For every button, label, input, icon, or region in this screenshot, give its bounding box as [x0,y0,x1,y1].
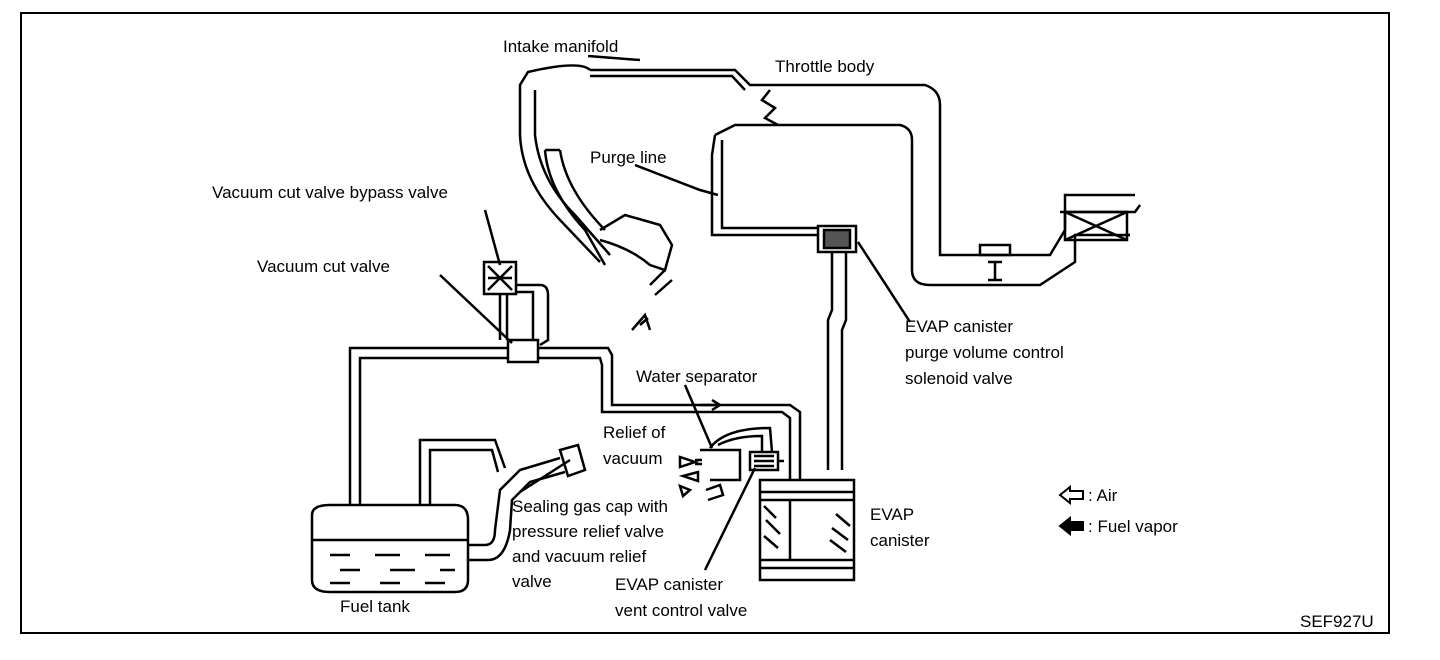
gas-cap [558,443,587,478]
label-evap-canister-2: canister [870,531,930,550]
bypass-valve-mark [487,265,513,291]
label-purge-line: Purge line [590,148,667,167]
label-bypass-valve: Vacuum cut valve bypass valve [212,183,448,202]
vapor-line-tank-left-inner [358,356,508,505]
cylinder-head [599,213,674,272]
air-duct-upper-wall [790,83,1120,257]
water-separator-hose-inner [717,434,764,452]
air-arrow-in [678,470,700,483]
label-vent-valve-1: EVAP canister [615,575,723,594]
air-duct-sensor-mark [988,260,1002,282]
fuel-liquid [330,553,455,585]
leader-vent-valve [703,467,757,571]
label-purge-solenoid-2: purge volume control [905,343,1064,362]
filler-neck-outer [468,456,561,547]
label-evap-canister-1: EVAP [870,505,914,524]
purge-line-outer [710,134,818,237]
label-vent-valve-2: vent control valve [615,601,747,620]
label-relief-2: vacuum [603,449,663,468]
label-water-separator: Water separator [636,367,758,386]
leader-bypass-valve [483,209,502,266]
evap-canister [758,478,856,582]
label-gas-cap-2: pressure relief valve [512,522,664,541]
vacuum-cut-valve [506,338,540,364]
evap-canister-filters [760,490,854,570]
leader-gas-cap [519,458,571,494]
intake-valve-stem [649,269,673,296]
label-relief-1: Relief of [603,423,666,442]
vent-opening [705,483,725,502]
label-vacuum-cut-valve: Vacuum cut valve [257,257,390,276]
vapor-line-to-canister-inner [538,356,792,480]
intake-manifold-inner-wall [533,90,611,256]
air-cleaner-element [1064,210,1128,242]
tank-vent-line-inner [428,448,500,505]
intake-manifold-outer-wall [518,64,601,263]
fuel-tank [310,503,470,594]
leader-intake-manifold [587,54,641,62]
evap-canister-charcoal [763,505,851,553]
figure-code: SEF927U [1300,612,1374,631]
throttle-valve [760,89,779,127]
intake-manifold-top-edge [590,68,790,87]
legend [1058,484,1084,537]
bypass-valve-line-inner [516,290,535,340]
leader-vacuum-cut-valve [439,274,513,344]
flow-arrow [700,398,723,412]
tank-vent-line [418,438,507,505]
label-intake-manifold: Intake manifold [503,37,618,56]
vapor-line-to-canister-outer [538,346,802,480]
open-arrow-icon [1058,484,1084,506]
purge-solenoid-core [822,228,852,250]
air-duct-sensor [978,243,1012,257]
air-duct-lower-wall [714,123,1130,287]
filled-arrow-icon [1058,515,1084,537]
purge-line-down-right [840,252,848,470]
intake-runner-inner-curve [558,149,606,231]
purge-line-down-left [826,252,834,470]
vapor-line-tank-left-outer [348,346,508,505]
air-arrow-out [678,483,693,499]
air-cleaner-lid [1060,204,1142,214]
label-throttle-body: Throttle body [775,57,875,76]
diagram-frame [20,12,1390,634]
label-fuel-tank: Fuel tank [340,597,410,616]
vent-control-valve-coil [754,454,774,468]
label-gas-cap-4: valve [512,572,552,591]
label-gas-cap-3: and vacuum relief [512,547,646,566]
intake-runner-curve [543,149,607,266]
intake-valve-head [631,312,652,331]
legend-air-label: : Air [1088,486,1118,505]
label-purge-solenoid-1: EVAP canister [905,317,1013,336]
water-separator-body [700,448,742,482]
air-arrow-relief [678,455,702,469]
purge-line-inner [720,140,818,230]
filler-neck-inner [468,470,566,562]
water-separator-hose [709,426,774,453]
bypass-valve-line [516,283,550,347]
legend-fuel-vapor-label: : Fuel vapor [1088,517,1178,536]
label-gas-cap-1: Sealing gas cap with [512,497,668,516]
intake-manifold-inner-top [590,74,746,91]
leader-water-separator [683,384,714,449]
leader-purge-solenoid [856,241,912,323]
leader-purge-line [634,163,719,197]
label-purge-solenoid-3: solenoid valve [905,369,1013,388]
